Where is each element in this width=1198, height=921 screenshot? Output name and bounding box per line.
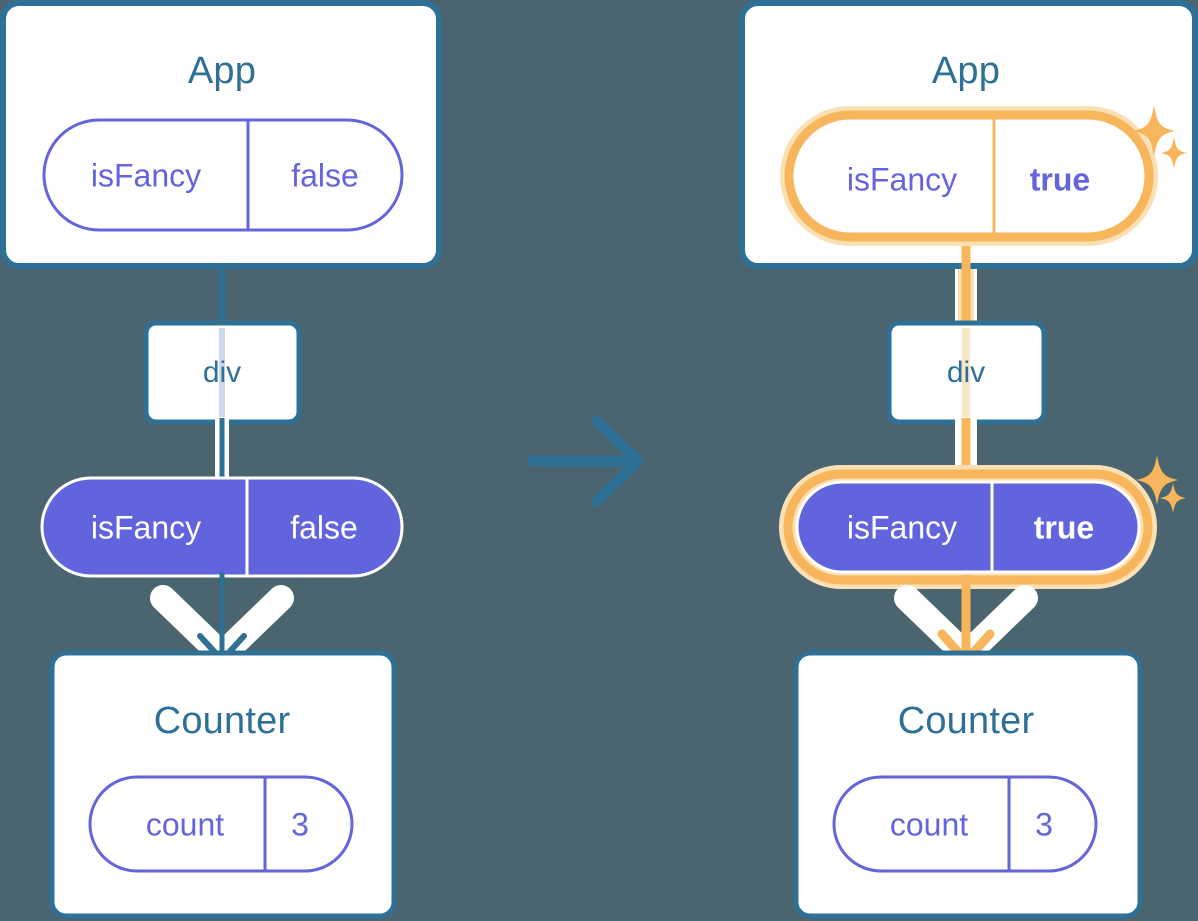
prop-pill (779, 465, 1157, 589)
sparkle-icon-prop-small (1160, 483, 1186, 513)
app-state-pill (780, 106, 1158, 246)
panel-after (739, 0, 1198, 919)
prop-pill (40, 476, 404, 578)
app-state-pill-ring (784, 110, 1154, 242)
counter-state-pill (832, 775, 1098, 873)
panel-before (0, 0, 442, 919)
app-state-pill (42, 118, 404, 232)
sparkle-icon-app-small (1161, 137, 1187, 169)
sparkle-icon-app-large (1133, 105, 1175, 157)
sparkle-icon-prop-large (1136, 455, 1178, 505)
counter-state-pill (88, 775, 354, 873)
transition-arrow-icon (527, 415, 644, 507)
